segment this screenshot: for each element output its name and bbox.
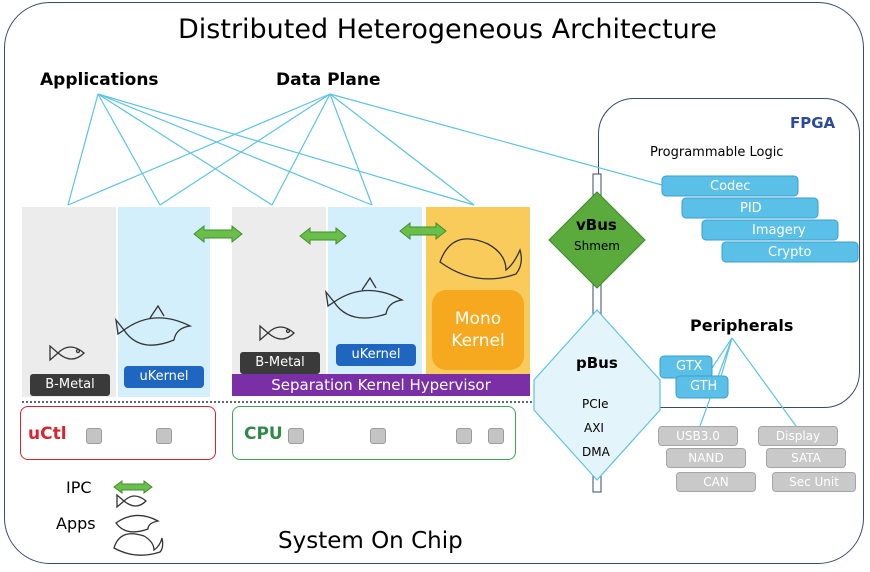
diagram-title: Distributed Heterogeneous Architecture [178, 14, 717, 45]
fpga-label: FPGA [790, 114, 836, 132]
cpu-label: CPU [244, 424, 283, 444]
periph-display: Display [758, 426, 838, 446]
uctl-label: uCtl [28, 424, 67, 444]
periph-sec-unit: Sec Unit [772, 472, 856, 492]
applications-label: Applications [40, 70, 159, 90]
bmetal-label-2: B-Metal [240, 352, 320, 374]
fpga-block-pid: PID [740, 201, 762, 216]
uctl-core-2 [156, 428, 172, 444]
mono-kernel-box [432, 290, 524, 370]
fpga-block-codec: Codec [710, 179, 751, 194]
legend-ipc: IPC [66, 478, 92, 497]
ukernel-label-1: uKernel [124, 366, 204, 388]
pbus-pcie: PCIe [582, 397, 609, 411]
ukernel-column-1 [118, 207, 210, 397]
uctl-box [20, 406, 216, 460]
vbus-label: vBus [576, 216, 617, 234]
fpga-block-crypto: Crypto [768, 245, 812, 260]
periph-nand: NAND [666, 448, 746, 468]
hypervisor-bar: Separation Kernel Hypervisor [232, 374, 530, 396]
serdes-gth: GTH [690, 379, 718, 394]
programmable-logic-label: Programmable Logic [650, 145, 784, 160]
bmetal-column-1 [22, 207, 116, 397]
vbus-shmem-label: Shmem [574, 239, 620, 253]
cpu-core-4 [488, 428, 504, 444]
periph-usb: USB3.0 [658, 426, 738, 446]
pbus-dma: DMA [582, 445, 610, 459]
mono-kernel-label: Mono Kernel [451, 309, 505, 351]
cpu-box [232, 406, 516, 460]
outer-frame [4, 2, 864, 564]
data-plane-label: Data Plane [276, 70, 381, 90]
peripherals-label: Peripherals [690, 316, 794, 335]
cpu-core-1 [288, 428, 304, 444]
pbus-label: pBus [576, 354, 618, 372]
serdes-gtx: GTX [676, 359, 703, 374]
cpu-core-3 [456, 428, 472, 444]
soc-label: System On Chip [278, 528, 463, 554]
periph-sata: SATA [766, 448, 846, 468]
pbus-axi: AXI [584, 421, 604, 435]
ukernel-label-2: uKernel [336, 344, 416, 366]
fpga-block-imagery: Imagery [752, 223, 806, 238]
cpu-core-2 [370, 428, 386, 444]
periph-can: CAN [676, 472, 756, 492]
uctl-core-1 [86, 428, 102, 444]
bmetal-label-1: B-Metal [30, 374, 110, 396]
legend-apps: Apps [56, 514, 96, 533]
